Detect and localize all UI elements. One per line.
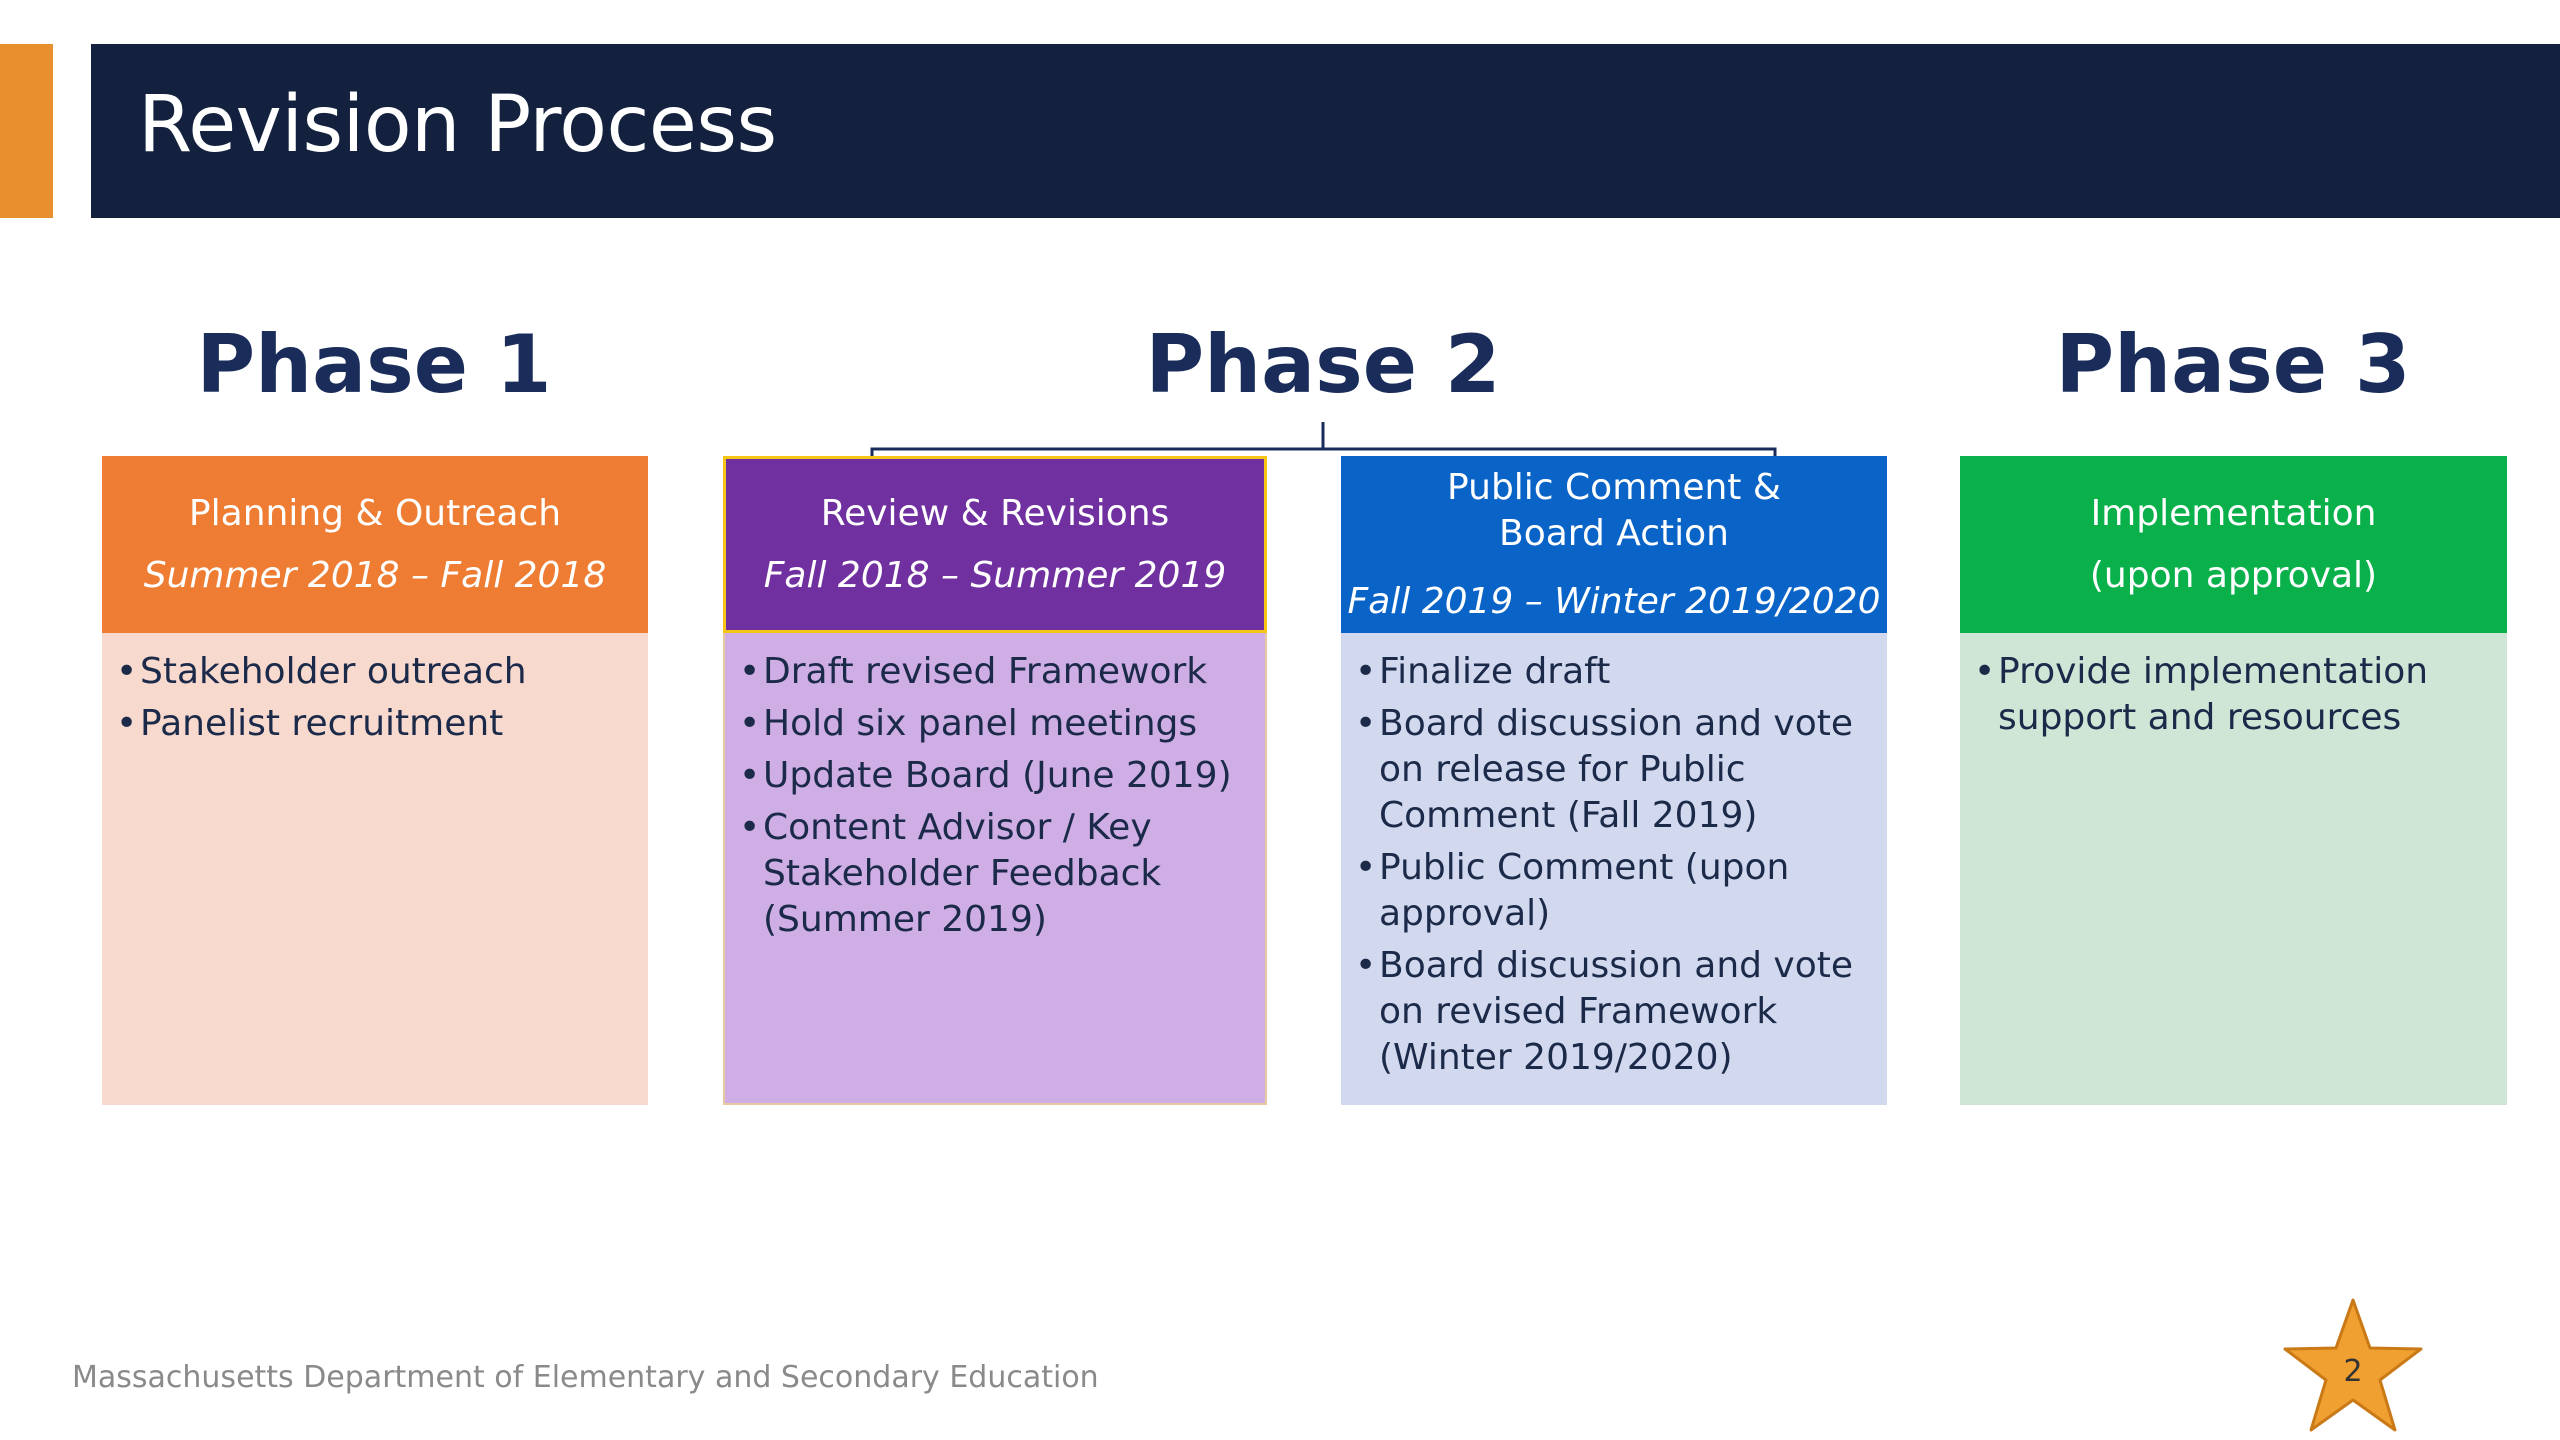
bullet-item: Content Advisor / Key Stakeholder Feedba… <box>739 805 1253 943</box>
bullet-item: Draft revised Framework <box>739 649 1253 695</box>
stage-planning-header: Planning & Outreach Summer 2018 – Fall 2… <box>102 456 648 633</box>
stage-dates: Fall 2019 – Winter 2019/2020 <box>1347 580 1881 622</box>
stage-name: Planning & Outreach <box>188 492 562 534</box>
stage-public-comment-header: Public Comment & Board Action Fall 2019 … <box>1341 456 1887 633</box>
title-banner <box>91 44 2560 218</box>
bullet-item: Finalize draft <box>1355 649 1875 695</box>
stage-name: Implementation <box>2090 492 2377 534</box>
bullet-item: Panelist recruitment <box>116 701 636 747</box>
star-icon <box>2283 1298 2423 1432</box>
page-number: 2 <box>2343 1354 2363 1389</box>
bullet-list: Provide implementation support and resou… <box>1974 649 2495 741</box>
slide-title: Revision Process <box>138 80 777 170</box>
phase-2-heading: Phase 2 <box>1145 318 1501 411</box>
stage-review-body: Draft revised Framework Hold six panel m… <box>723 633 1267 1105</box>
stage-subtitle: (upon approval) <box>2089 554 2378 596</box>
stage-dates: Fall 2018 – Summer 2019 <box>763 554 1227 596</box>
bullet-list: Draft revised Framework Hold six panel m… <box>739 649 1253 943</box>
stage-review-header: Review & Revisions Fall 2018 – Summer 20… <box>723 456 1267 633</box>
bullet-list: Finalize draft Board discussion and vote… <box>1355 649 1875 1081</box>
bullet-list: Stakeholder outreach Panelist recruitmen… <box>116 649 636 747</box>
bullet-item: Update Board (June 2019) <box>739 753 1253 799</box>
bullet-item: Provide implementation support and resou… <box>1974 649 2495 741</box>
footer-organization: Massachusetts Department of Elementary a… <box>72 1360 1099 1395</box>
stage-name: Review & Revisions <box>820 492 1170 534</box>
bullet-item: Hold six panel meetings <box>739 701 1253 747</box>
stage-name: Public Comment & Board Action <box>1447 466 1781 554</box>
bullet-item: Stakeholder outreach <box>116 649 636 695</box>
stage-planning-body: Stakeholder outreach Panelist recruitmen… <box>102 633 648 1105</box>
bullet-item: Public Comment (upon approval) <box>1355 845 1875 937</box>
phase-3-heading: Phase 3 <box>2055 318 2411 411</box>
title-accent-bar <box>0 44 53 218</box>
phase-1-heading: Phase 1 <box>196 318 552 411</box>
bullet-item: Board discussion and vote on release for… <box>1355 701 1875 839</box>
stage-implementation-header: Implementation (upon approval) <box>1960 456 2507 633</box>
stage-dates: Summer 2018 – Fall 2018 <box>143 554 607 596</box>
stage-implementation-body: Provide implementation support and resou… <box>1960 633 2507 1105</box>
stage-public-comment-body: Finalize draft Board discussion and vote… <box>1341 633 1887 1105</box>
bullet-item: Board discussion and vote on revised Fra… <box>1355 943 1875 1081</box>
